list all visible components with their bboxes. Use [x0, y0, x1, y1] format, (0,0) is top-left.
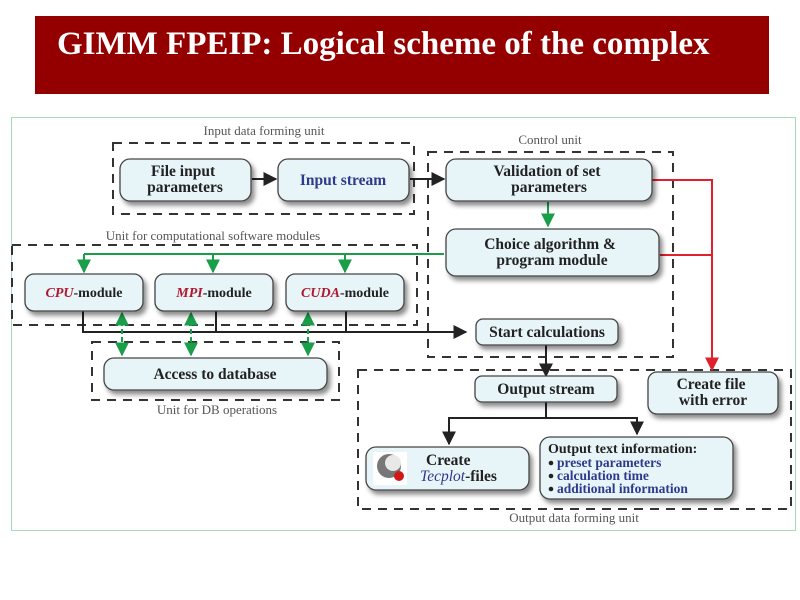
error-file-box: [647, 371, 779, 415]
output-text-heading: Output text information:: [548, 442, 697, 457]
input-unit-label: Input data forming unit: [204, 123, 325, 138]
arrow-output-to-text: [546, 417, 644, 436]
error-line-validation: [652, 179, 719, 372]
page-title: GIMM FPEIP: Logical scheme of the comple…: [57, 26, 710, 62]
file-input-label: File input parameters: [147, 163, 223, 196]
line-modules-to-start: [82, 311, 468, 339]
cpu-module-label: CPU-module: [46, 286, 123, 301]
title-banner: GIMM FPEIP: Logical scheme of the comple…: [35, 16, 769, 94]
mpi-module-label: MPI-module: [175, 286, 251, 301]
control-unit-label: Control unit: [518, 132, 582, 147]
compute-unit-container: [11, 244, 418, 326]
validation-box: [445, 158, 653, 202]
database-box: [103, 357, 328, 391]
db-unit-label: Unit for DB operations: [157, 402, 277, 417]
cuda-module-label: CUDA-module: [301, 286, 389, 301]
cpu-module-box: [24, 273, 144, 312]
choice-label: Choice algorithm & program module: [484, 236, 620, 269]
output-unit-label: Output data forming unit: [509, 510, 639, 525]
compute-unit-label: Unit for computational software modules: [106, 228, 320, 243]
cuda-module-box: [285, 273, 405, 312]
input-stream-box: [277, 158, 410, 202]
input-stream-label: Input stream: [300, 172, 386, 189]
db-unit-container: [91, 341, 340, 401]
output-text-box: [539, 436, 734, 500]
start-box: [475, 318, 619, 346]
output-text-list: preset parameters calculation time addit…: [548, 455, 688, 496]
mpi-module-box: [154, 273, 274, 312]
choice-box: [445, 228, 660, 277]
tecplot-label: Create: [426, 452, 471, 469]
list-item: calculation time: [557, 468, 649, 483]
list-item: preset parameters: [557, 455, 661, 470]
validation-label: Validation of set parameters: [494, 163, 605, 196]
diagram-frame: [11, 117, 796, 531]
tecplot-label-line2: Tecplot-files: [420, 468, 497, 485]
tecplot-logo-icon: [373, 452, 407, 485]
line-output-split: [442, 402, 547, 446]
output-unit-container: [357, 369, 792, 510]
database-label: Access to database: [153, 366, 276, 383]
error-file-label: Create file with error: [677, 376, 750, 409]
file-input-box: [119, 158, 252, 202]
list-item: additional information: [557, 481, 688, 496]
start-label: Start calculations: [489, 324, 605, 341]
output-stream-label: Output stream: [497, 381, 595, 398]
output-stream-box: [474, 375, 618, 403]
